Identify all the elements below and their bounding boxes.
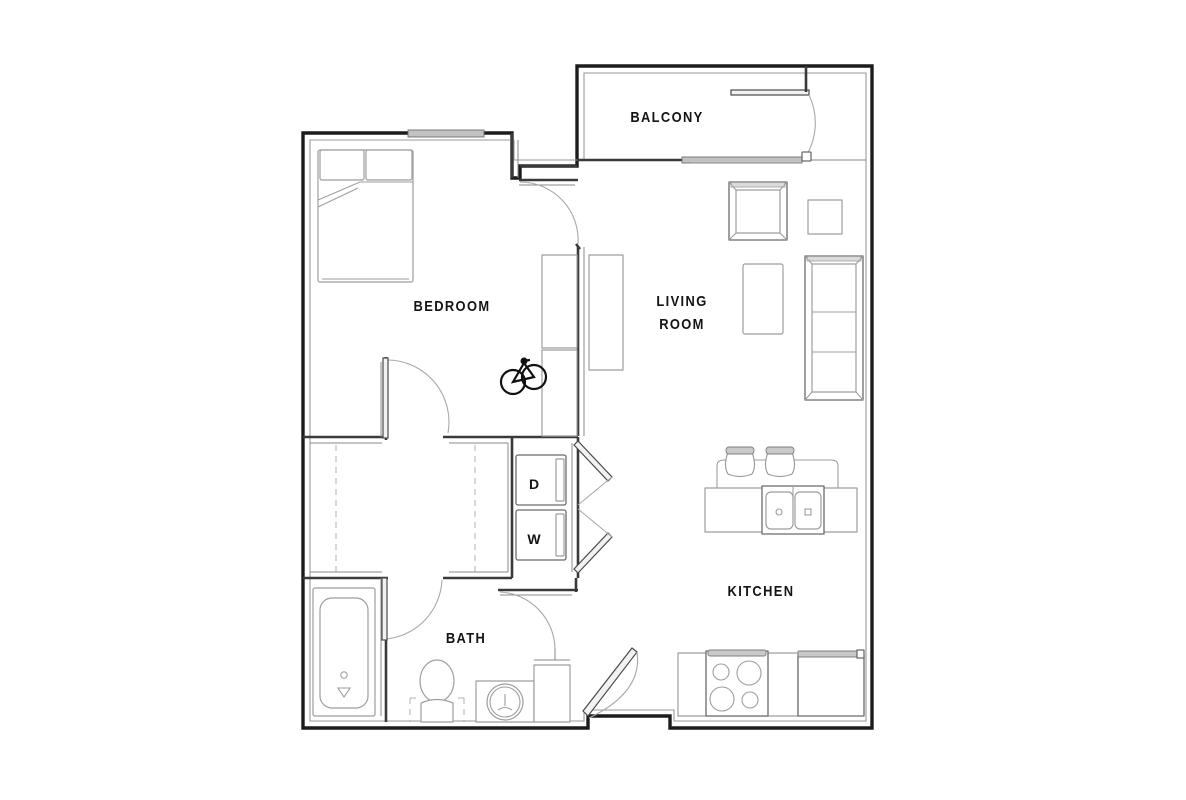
burner-3 xyxy=(709,686,735,712)
vanity-sink xyxy=(475,659,571,723)
bedroom-walls xyxy=(407,129,585,436)
bath-door[interactable] xyxy=(381,577,443,641)
kitchen-lower-counter xyxy=(677,649,799,717)
dresser-bedroom-side xyxy=(541,254,578,437)
closet-door[interactable] xyxy=(382,357,450,439)
bedroom-window xyxy=(407,129,485,138)
pillow-right xyxy=(365,149,413,181)
balcony-door[interactable] xyxy=(730,66,816,162)
balcony-label: BALCONY xyxy=(630,108,703,125)
washer-unit xyxy=(515,509,567,561)
burner-2 xyxy=(736,660,762,686)
balcony-wall xyxy=(520,156,866,168)
bath-second-door[interactable] xyxy=(499,591,556,660)
kitchen-island xyxy=(704,459,858,535)
bicycle-icon xyxy=(499,357,548,396)
burner-1 xyxy=(712,663,730,681)
refrigerator xyxy=(797,649,865,717)
sofa xyxy=(804,255,864,401)
burner-4 xyxy=(741,691,759,709)
dryer-unit xyxy=(515,454,567,506)
bath-label: BATH xyxy=(446,629,486,646)
side-table xyxy=(807,199,843,235)
bathtub xyxy=(312,587,376,717)
pillow-left xyxy=(319,149,365,181)
shelf-living-side xyxy=(588,254,624,371)
sink-basin-left xyxy=(765,491,794,530)
laundry-bifold-doors[interactable] xyxy=(573,440,613,574)
room-labels: BALCONY BEDROOM LIVING ROOM KITCHEN BATH xyxy=(414,108,795,646)
living-room-label-line2: ROOM xyxy=(659,315,705,332)
kitchen-label: KITCHEN xyxy=(728,582,795,599)
entry-door[interactable] xyxy=(582,647,639,719)
washer-label: W xyxy=(527,531,541,547)
toilet xyxy=(409,659,465,723)
bed xyxy=(317,149,414,283)
balcony-slider-track xyxy=(681,156,803,164)
exterior-walls xyxy=(301,64,874,730)
dryer-label: D xyxy=(529,476,539,492)
laundry-closet: D W xyxy=(512,435,580,578)
living-room-label-line1: LIVING xyxy=(656,292,707,309)
coffee-table xyxy=(742,263,784,335)
bedroom-label: BEDROOM xyxy=(414,297,491,314)
sink-basin-right xyxy=(794,491,822,530)
armchair xyxy=(728,181,788,241)
bedroom-door[interactable] xyxy=(519,181,582,250)
bar-stool-2 xyxy=(764,446,796,478)
bar-stool-1 xyxy=(724,446,756,478)
bath-room xyxy=(498,578,578,596)
